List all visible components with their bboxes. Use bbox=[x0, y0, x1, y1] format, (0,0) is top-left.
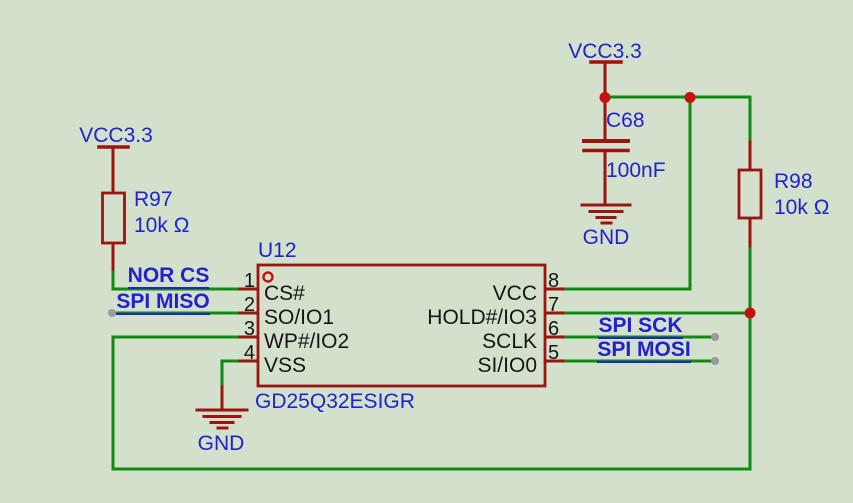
junction-dot bbox=[684, 92, 696, 103]
net-label-text: SPI SCK bbox=[598, 314, 683, 339]
wire-vcc-bus-to-r98[interactable] bbox=[602, 95, 752, 146]
chip-body-u12[interactable] bbox=[256, 263, 547, 388]
pin-name-so-io1: SO/IO1 bbox=[264, 306, 335, 329]
pin-number-7: 7 bbox=[548, 294, 560, 316]
r98-value-label[interactable]: 10k Ω bbox=[774, 196, 830, 219]
pin-name-vcc: VCC bbox=[492, 282, 537, 305]
net-label-text: NOR CS bbox=[127, 264, 210, 289]
open-wire-end-dot bbox=[108, 309, 116, 317]
pin-number-3: 3 bbox=[243, 318, 255, 340]
junction-dot bbox=[744, 307, 756, 319]
wire-wp-hold-loop[interactable] bbox=[111, 309, 752, 471]
pin-name-vss: VSS bbox=[264, 354, 307, 377]
r98-ref-label[interactable]: R98 bbox=[774, 170, 813, 193]
vcc-left-label[interactable]: VCC3.3 bbox=[79, 124, 153, 147]
gnd-right-label[interactable]: GND bbox=[582, 226, 630, 249]
vcc-right-label[interactable]: VCC3.3 bbox=[568, 40, 642, 63]
open-wire-end-dot bbox=[711, 333, 719, 341]
wire-vss-to-gnd[interactable] bbox=[220, 359, 244, 391]
net-label-spi-miso[interactable]: SPI MISO bbox=[111, 291, 215, 315]
open-wire-end-dot bbox=[711, 357, 719, 365]
pin-number-8: 8 bbox=[548, 270, 560, 292]
r97-ref-label[interactable]: R97 bbox=[134, 188, 173, 211]
resistor-body-r98[interactable] bbox=[737, 168, 763, 220]
pin-name-sclk: SCLK bbox=[482, 330, 537, 353]
pin-name-cs: CS# bbox=[264, 282, 305, 305]
wire-nor-cs[interactable] bbox=[111, 266, 244, 291]
net-label-text: SPI MOSI bbox=[597, 338, 691, 363]
pin-number-4: 4 bbox=[243, 342, 255, 364]
u12-ref-label[interactable]: U12 bbox=[258, 239, 297, 262]
pin-number-6: 6 bbox=[548, 318, 560, 340]
resistor-body-r97[interactable] bbox=[101, 191, 126, 245]
pin1-marker-icon bbox=[262, 271, 274, 283]
gnd-symbol-right[interactable] bbox=[580, 203, 632, 225]
net-label-text: SPI MISO bbox=[116, 290, 210, 315]
net-label-nor-cs[interactable]: NOR CS bbox=[120, 265, 217, 289]
c68-ref-label[interactable]: C68 bbox=[606, 109, 645, 132]
pin-name-si-io0: SI/IO0 bbox=[477, 354, 537, 377]
net-label-spi-mosi[interactable]: SPI MOSI bbox=[591, 339, 697, 363]
r97-value-label[interactable]: 10k Ω bbox=[134, 214, 190, 237]
gnd-left-label[interactable]: GND bbox=[197, 432, 245, 455]
pin-number-5: 5 bbox=[548, 342, 560, 364]
pin-number-2: 2 bbox=[243, 294, 255, 316]
gnd-symbol-left[interactable] bbox=[195, 408, 249, 430]
wire-pin8-vcc-riser[interactable] bbox=[559, 94, 692, 291]
net-label-spi-sck[interactable]: SPI SCK bbox=[592, 315, 689, 339]
junction-dot bbox=[599, 92, 611, 103]
pin-number-1: 1 bbox=[243, 270, 255, 292]
c68-value-label[interactable]: 100nF bbox=[606, 159, 666, 182]
pin-name-wp-io2: WP#/IO2 bbox=[264, 330, 350, 353]
u12-part-label[interactable]: GD25Q32ESIGR bbox=[255, 390, 415, 413]
pin-name-hold-io3: HOLD#/IO3 bbox=[427, 306, 537, 329]
